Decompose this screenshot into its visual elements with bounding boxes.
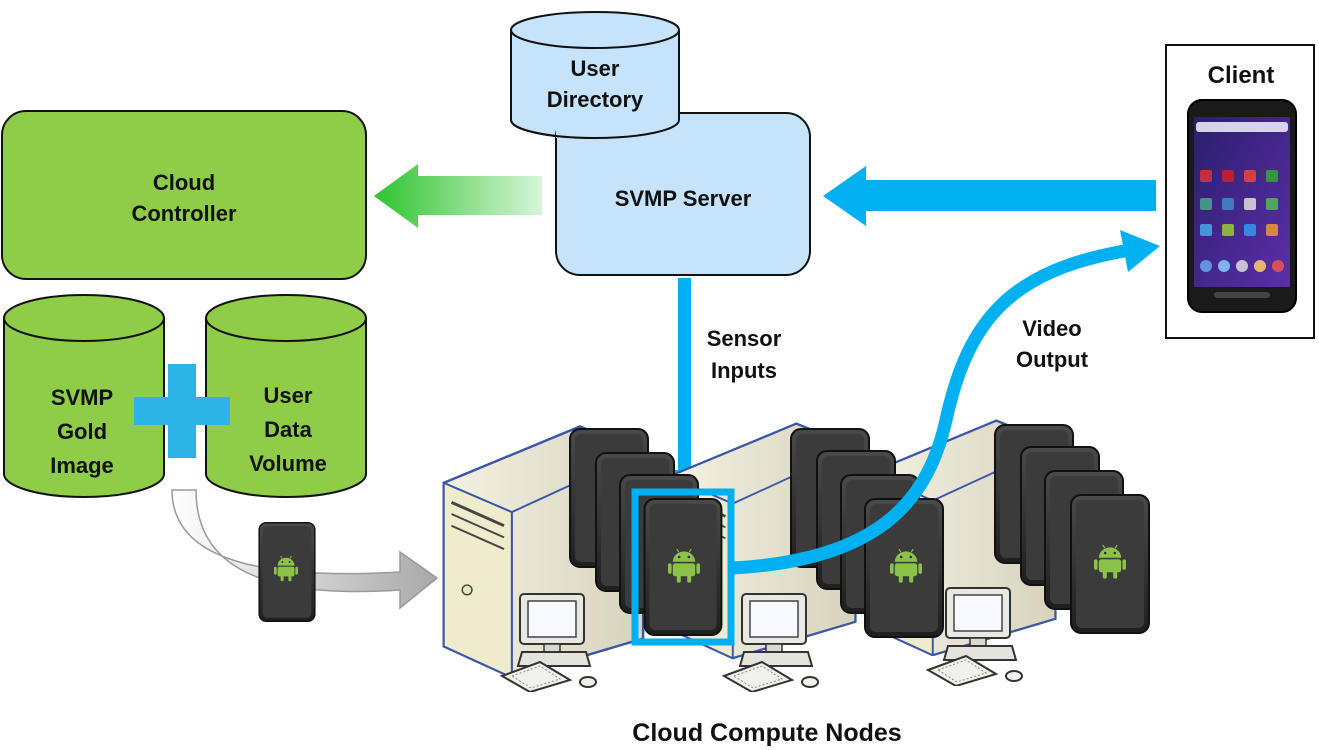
video-output-arrow [732,243,1132,575]
gold-image-label-3: Image [50,453,114,478]
highlighted-vm-device [631,488,735,646]
grey-arrow-to-compute [171,489,439,610]
user-data-label-3: Volume [249,451,327,476]
svmp-server-label: SVMP Server [615,186,752,211]
cyan-arrow-client-to-server [823,166,1156,226]
smartphone-icon [1187,99,1297,313]
gold-image-label-2: Gold [57,419,107,444]
client-label: Client [1208,62,1275,89]
gold-image-label: SVMP [51,385,113,410]
sensor-inputs-label-2: Inputs [711,358,777,383]
android-vm-image [258,522,316,622]
svmp-server-box [555,112,811,276]
green-arrow-to-controller [374,164,542,228]
cloud-controller-box [1,110,367,280]
user-data-volume-cylinder [205,294,367,498]
svmp-gold-image-cylinder [3,294,165,498]
video-output-label: Video [1022,316,1082,341]
user-directory-label-2: Directory [547,87,644,112]
sensor-inputs-label: Sensor [707,326,782,351]
plus-icon [134,364,230,458]
sensor-inputs-arrow [669,278,701,496]
cloud-controller-label: Cloud [153,170,215,195]
user-directory-label: User [571,56,620,81]
video-output-label-2: Output [1016,347,1089,372]
cloud-controller-label-2: Controller [131,201,237,226]
user-data-label-2: Data [264,417,312,442]
cloud-compute-nodes-label: Cloud Compute Nodes [632,719,901,747]
user-data-label: User [264,383,313,408]
